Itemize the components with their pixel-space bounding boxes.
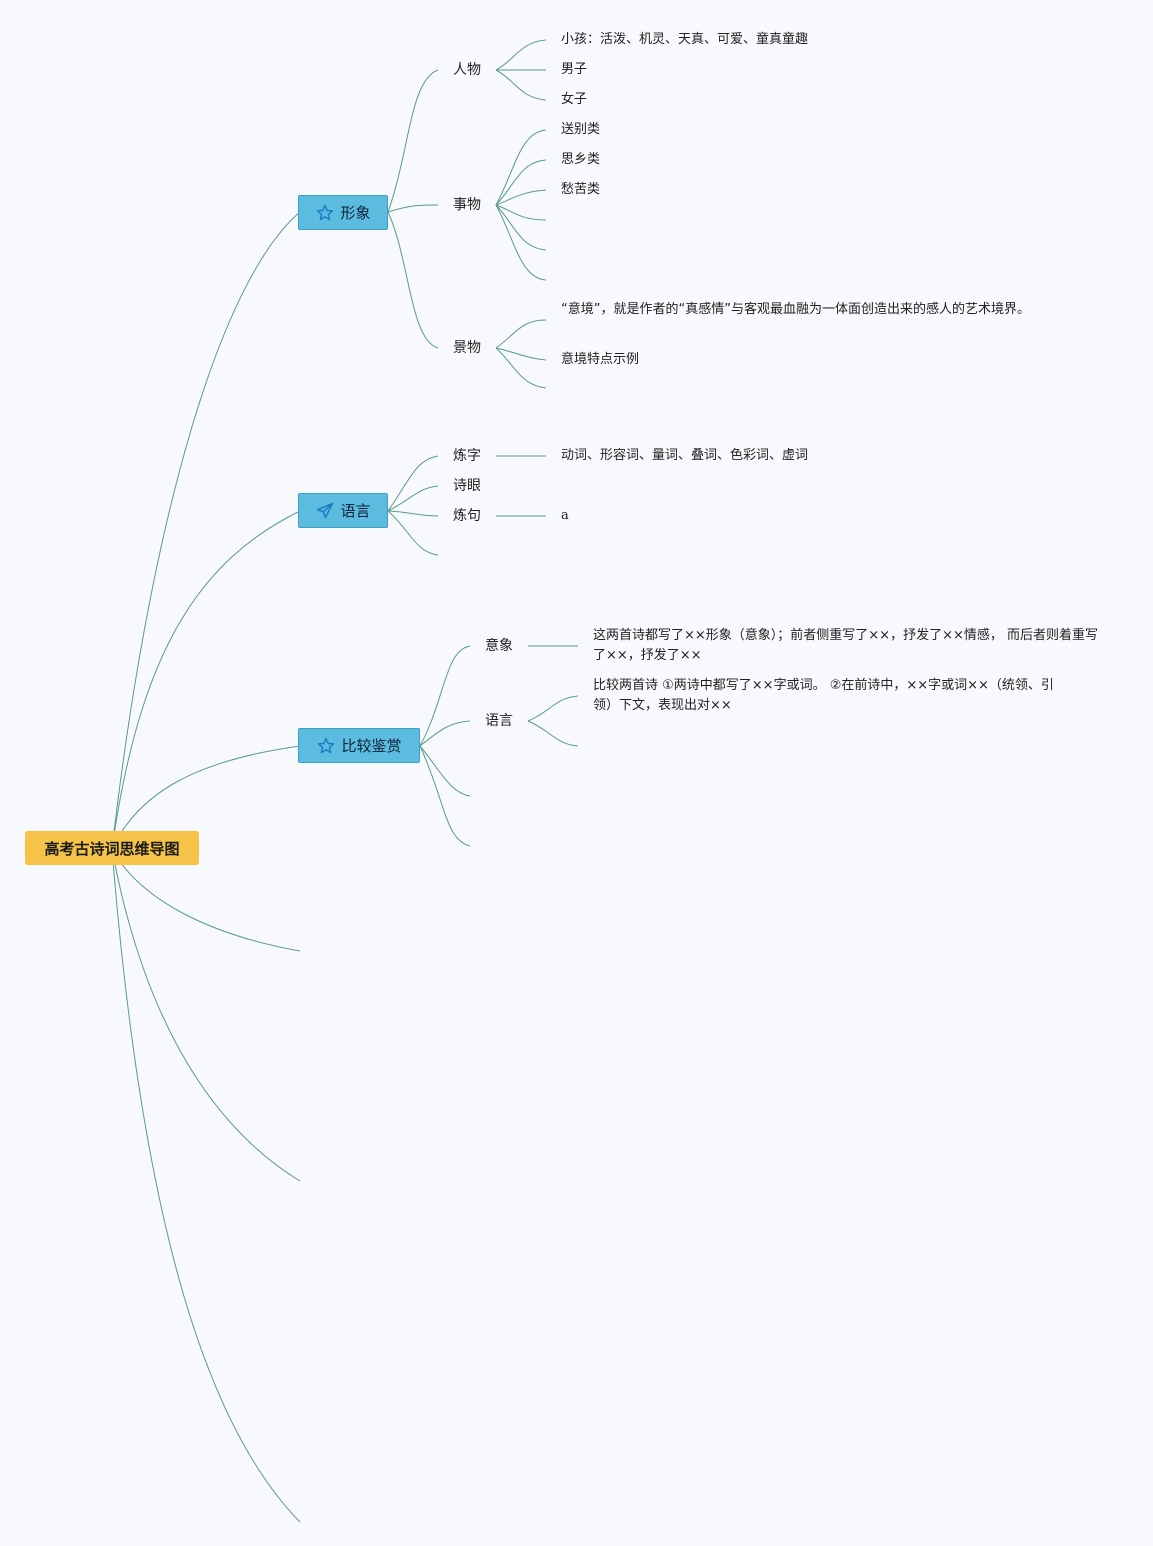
sub-jingwu[interactable]: 景物 [453,340,481,356]
link-root-yuyan [111,510,301,850]
leaf-bijiao-yuyan[interactable]: 比较两首诗 ①两诗中都写了××字或词。 ②在前诗中，××字或词××（统领、引领）… [593,678,1054,713]
branch-bijiao-label: 比较鉴赏 [341,737,402,755]
link-shiwu-leaf-2 [495,159,547,206]
root-label: 高考古诗词思维导图 [44,839,180,858]
link-xingxiang-renwu [387,69,439,213]
leaf-lianju[interactable]: a [561,508,569,523]
link-jingwu-leaf-2 [495,347,547,361]
link-bijiao-yuyan-leaf-1 [527,695,579,722]
link-shiwu-leaf-1 [495,129,547,206]
leaf-shiwu-2[interactable]: 思乡类 [561,152,601,167]
link-bijiao-empty-1 [419,745,471,797]
link-yuyan-shiyan [387,485,439,512]
link-yuyan-lianzi [387,455,439,512]
branch-bijiao[interactable]: 比较鉴赏 [298,728,420,763]
star-icon [318,737,335,753]
link-xingxiang-shiwu [387,204,439,213]
sub-lianzi[interactable]: 炼字 [453,448,481,464]
link-shiwu-leaf-5 [495,204,547,251]
link-shiwu-leaf-6 [495,204,547,281]
link-bijiao-empty-2 [419,745,471,847]
link-xingxiang-jingwu [387,211,439,349]
leaf-jingwu-1[interactable]: “意境”，就是作者的“真感情”与客观最血融为一体面创造出来的感人的艺术境界。 [561,302,1030,317]
link-root-empty-3 [111,848,301,1523]
sub-shiyan[interactable]: 诗眼 [453,478,481,494]
link-root-empty-1 [111,848,301,952]
link-jingwu-leaf-1 [495,319,547,349]
branch-xingxiang-label: 形象 [340,204,371,222]
branch-yuyan-label: 语言 [340,502,371,520]
sub-lianju[interactable]: 炼句 [453,508,481,524]
send-icon [317,502,334,518]
sub-shiwu[interactable]: 事物 [453,197,481,213]
link-jingwu-leaf-3 [495,347,547,389]
link-bijiao-yixiang [419,645,471,747]
link-shiwu-leaf-3 [495,189,547,206]
sub-renwu[interactable]: 人物 [453,62,481,78]
branch-xingxiang[interactable]: 形象 [298,195,388,230]
leaf-jingwu-2[interactable]: 意境特点示例 [561,352,640,367]
branch-yuyan[interactable]: 语言 [298,493,388,528]
leaf-lianzi[interactable]: 动词、形容词、量词、叠词、色彩词、虚词 [561,448,809,463]
leaf-shiwu-1[interactable]: 送别类 [561,122,601,137]
link-yuyan-lianju [387,510,439,517]
link-root-xingxiang [111,211,301,850]
link-renwu-leaf-3 [495,69,547,101]
sub-bijiao-yuyan[interactable]: 语言 [485,713,513,729]
sub-bijiao-yixiang[interactable]: 意象 [485,638,513,654]
link-renwu-leaf-1 [495,39,547,71]
leaf-renwu-1[interactable]: 小孩：活泼、机灵、天真、可爱、童真童趣 [561,32,809,47]
link-bijiao-yuyan [419,720,471,747]
link-shiwu-leaf-4 [495,204,547,221]
link-root-empty-2 [111,848,301,1182]
leaf-renwu-3[interactable]: 女子 [561,92,588,107]
leaf-renwu-2[interactable]: 男子 [561,62,588,77]
star-icon [317,204,334,220]
link-yuyan-empty [387,510,439,556]
root-node[interactable]: 高考古诗词思维导图 [25,831,199,865]
leaf-bijiao-yixiang[interactable]: 这两首诗都写了××形象（意象）；前者侧重写了××，抒发了××情感， 而后者则着重… [593,628,1098,663]
link-root-bijiao [111,745,301,850]
link-bijiao-yuyan-leaf-2 [527,720,579,747]
leaf-shiwu-3[interactable]: 愁苦类 [561,182,601,197]
